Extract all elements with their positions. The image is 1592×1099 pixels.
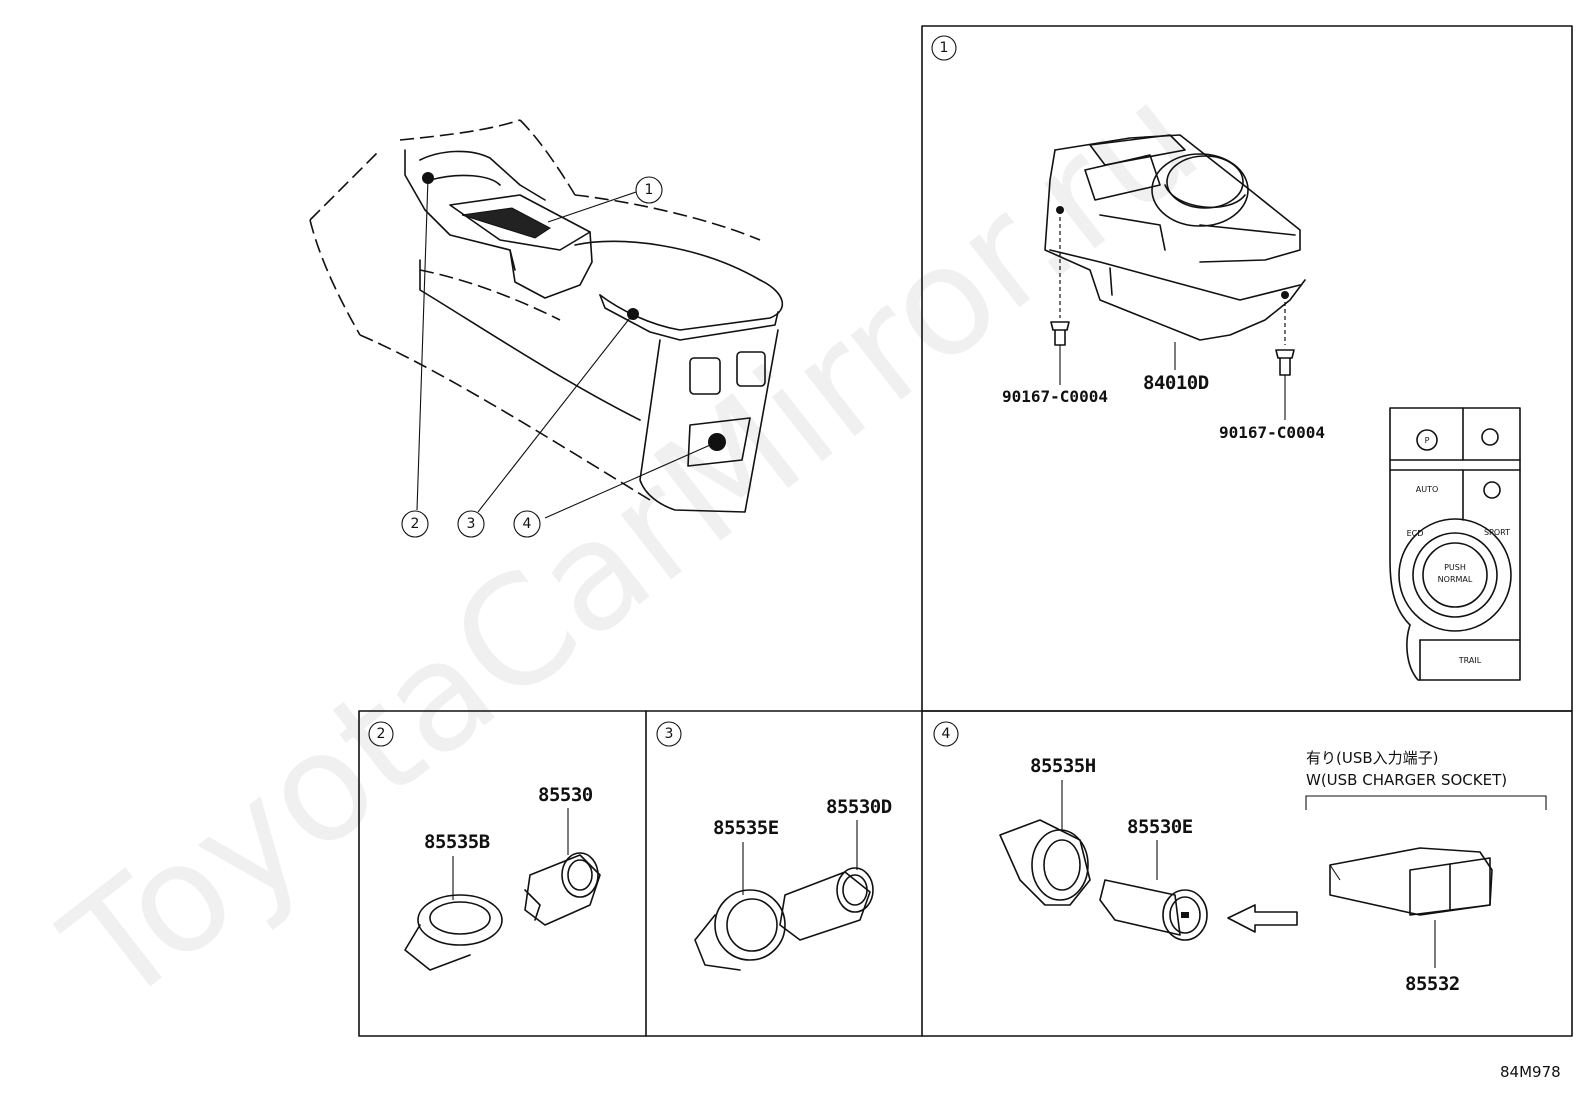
part-90167-c0004-right: 90167-C0004 — [1219, 423, 1325, 442]
diagram-code: 84M978 — [1500, 1063, 1561, 1081]
socket-85530d-illustration — [779, 867, 874, 941]
svg-text:PUSH: PUSH — [1444, 563, 1466, 572]
panel-2-callout: 2 — [368, 721, 394, 747]
panel-4-callout: 4 — [933, 721, 959, 747]
part-85535h: 85535H — [1030, 755, 1096, 777]
part-85532: 85532 — [1405, 973, 1460, 995]
cover-85535e-illustration — [694, 889, 786, 971]
screw-right-illustration — [1275, 295, 1295, 420]
usb-socket-85532-illustration — [1329, 847, 1493, 916]
panel-3-callout: 3 — [656, 721, 682, 747]
svg-text:2: 2 — [411, 516, 420, 532]
usb-note-en: W(USB CHARGER SOCKET) — [1306, 771, 1507, 789]
panel-borders — [358, 25, 1573, 1037]
svg-text:P: P — [1425, 436, 1430, 445]
callout-3-overview: 3 — [457, 510, 485, 538]
callout-1-overview: 1 — [635, 176, 663, 204]
cover-85535b-illustration — [404, 894, 503, 971]
arrow-icon — [1227, 904, 1298, 933]
console-overview-illustration — [309, 119, 784, 513]
svg-text:TRAIL: TRAIL — [1458, 656, 1482, 665]
svg-text:4: 4 — [523, 516, 532, 532]
part-85530e: 85530E — [1127, 816, 1193, 838]
part-85535e: 85535E — [713, 817, 779, 839]
part-85530: 85530 — [538, 784, 593, 806]
part-90167-c0004-left: 90167-C0004 — [1002, 387, 1108, 406]
switch-face-detail: P AUTO PUSH NORMAL TRAIL ECD SPORT — [1389, 407, 1521, 681]
usb-note-jp: 有り(USB入力端子) — [1306, 749, 1439, 767]
socket-85530e-illustration — [1099, 879, 1208, 941]
callout-2-overview: 2 — [401, 510, 429, 538]
socket-85530-illustration — [524, 852, 601, 926]
cover-85535h-illustration — [999, 819, 1091, 906]
svg-text:2: 2 — [377, 726, 386, 742]
part-85535b: 85535B — [424, 831, 490, 853]
screw-left-illustration — [1050, 210, 1070, 385]
svg-text:1: 1 — [645, 182, 654, 198]
part-84010d: 84010D — [1143, 372, 1209, 394]
svg-text:SPORT: SPORT — [1484, 528, 1510, 537]
svg-text:3: 3 — [467, 516, 476, 532]
svg-text:NORMAL: NORMAL — [1438, 575, 1473, 584]
panel-1-callout: 1 — [931, 35, 957, 61]
svg-text:AUTO: AUTO — [1416, 485, 1439, 494]
switch-assembly-illustration — [1044, 134, 1306, 341]
callout-leaders — [416, 177, 718, 519]
watermark-text: ToyotaCarMirror.ru — [34, 52, 1229, 1039]
svg-text:ECD: ECD — [1407, 529, 1424, 538]
usb-note-bracket — [1305, 795, 1547, 810]
callout-4-overview: 4 — [513, 510, 541, 538]
svg-text:4: 4 — [942, 726, 951, 742]
part-85530d: 85530D — [826, 796, 892, 818]
svg-text:1: 1 — [940, 40, 949, 56]
svg-text:3: 3 — [665, 726, 674, 742]
